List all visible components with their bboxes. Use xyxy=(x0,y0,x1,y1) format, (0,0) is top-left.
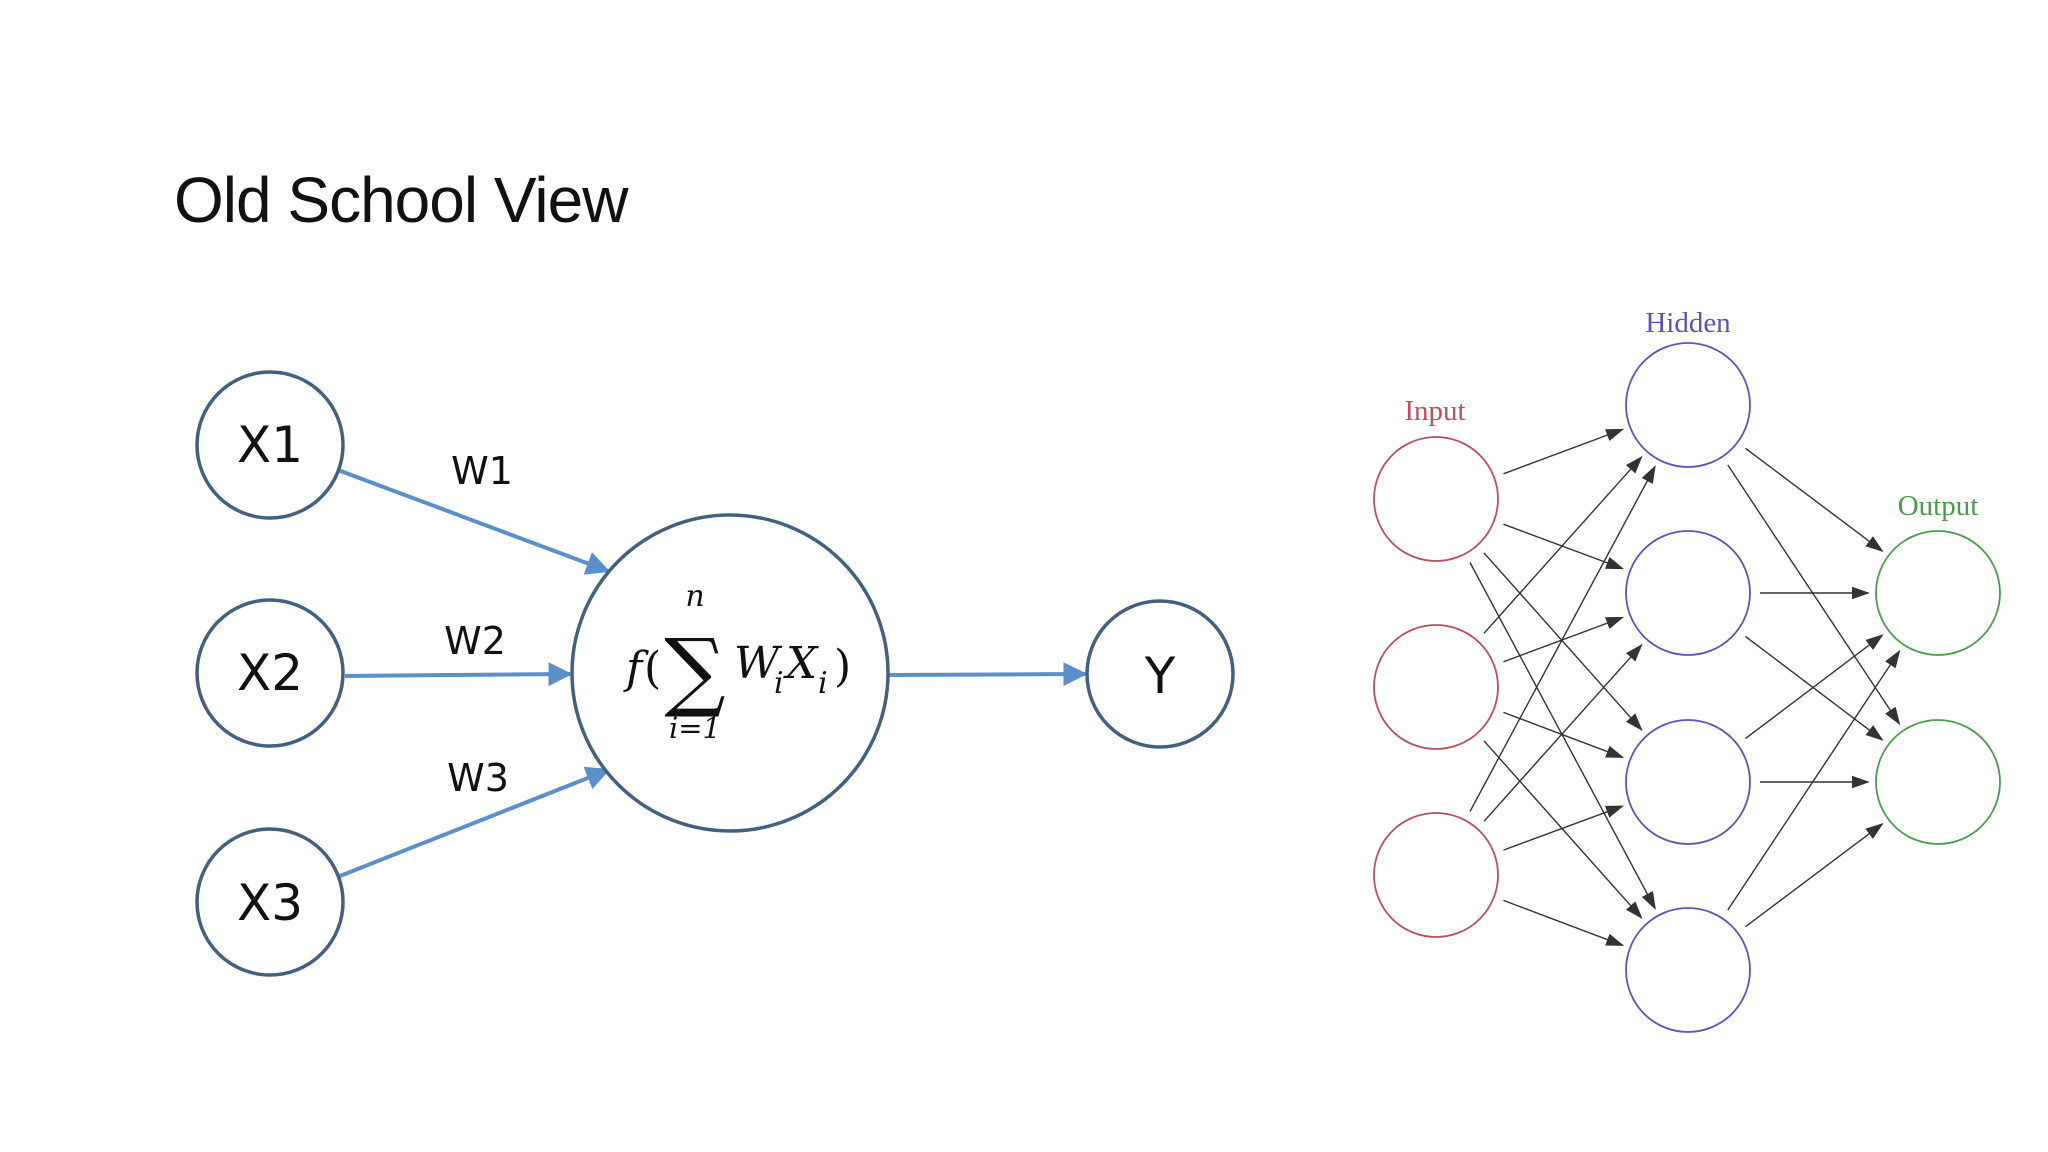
input-neuron-1 xyxy=(1373,436,1499,562)
input-node-x2 xyxy=(195,598,345,748)
hidden-neuron-2 xyxy=(1625,530,1751,656)
edge-x3-to-neuron xyxy=(339,766,611,878)
input-node-x2-label: X2 xyxy=(237,644,303,702)
weight-label-w3: W3 xyxy=(447,756,509,800)
edge-hidden3-to-output1 xyxy=(1744,634,1884,740)
edge-x1-to-neuron xyxy=(337,468,611,575)
hidden-neuron-4 xyxy=(1625,907,1751,1033)
hidden-layer-label: Hidden xyxy=(1645,307,1731,339)
slide-title: Old School View xyxy=(174,164,628,236)
weight-label-w2: W2 xyxy=(444,619,506,663)
edge-input2-to-hidden1 xyxy=(1483,455,1643,634)
input-node-x1-label: X1 xyxy=(237,416,303,474)
edge-input2-to-hidden4 xyxy=(1483,740,1643,920)
output-node-y-label: Y xyxy=(1144,647,1176,705)
edge-hidden4-to-output2 xyxy=(1745,823,1884,928)
hidden-neuron-1 xyxy=(1625,342,1751,468)
input-neuron-2 xyxy=(1373,624,1499,750)
network-edges xyxy=(1469,428,1901,946)
edge-input1-to-hidden2 xyxy=(1503,523,1625,570)
output-neuron-1 xyxy=(1875,530,2001,656)
edge-input1-to-hidden1 xyxy=(1503,428,1625,475)
input-node-x3-label: X3 xyxy=(237,874,303,932)
edge-hidden1-to-output1 xyxy=(1745,447,1884,552)
formula-input-subscript: i xyxy=(818,666,828,701)
edge-hidden2-to-output2 xyxy=(1744,635,1884,741)
input-neuron-3 xyxy=(1373,812,1499,938)
formula-weight: W xyxy=(734,638,783,689)
edge-input3-to-hidden1 xyxy=(1469,465,1656,812)
edge-hidden1-to-output2 xyxy=(1727,464,1901,726)
perceptron-diagram: X1 X2 X3 W1 W2 W3 f ( n ∑ i=1 W i X i ) … xyxy=(195,370,1235,977)
edge-hidden4-to-output1 xyxy=(1727,649,1901,911)
formula-open-paren: ( xyxy=(644,643,661,694)
weight-label-w1: W1 xyxy=(451,449,513,493)
network-nodes xyxy=(1373,342,2001,1033)
input-layer-label: Input xyxy=(1404,395,1465,427)
edge-input2-to-hidden3 xyxy=(1503,711,1625,758)
edge-neuron-to-y xyxy=(887,662,1088,687)
hidden-neuron-3 xyxy=(1625,719,1751,845)
formula-upper-limit: n xyxy=(685,579,704,614)
edge-input3-to-hidden4 xyxy=(1503,899,1625,946)
neural-network-diagram: Input Hidden Output xyxy=(1373,307,2001,1033)
formula-weight-subscript: i xyxy=(774,666,784,701)
output-neuron-2 xyxy=(1875,719,2001,845)
input-node-x3 xyxy=(195,827,345,977)
formula-close-paren: ) xyxy=(834,641,851,692)
edge-input1-to-hidden3 xyxy=(1483,552,1643,732)
output-layer-label: Output xyxy=(1898,490,1979,522)
input-node-x1 xyxy=(195,370,345,520)
edge-input2-to-hidden2 xyxy=(1503,616,1625,663)
output-node-y xyxy=(1085,599,1235,749)
neuron-node xyxy=(570,513,890,833)
formula-lower-limit: i=1 xyxy=(669,711,721,745)
formula-input: X xyxy=(783,638,819,689)
edge-x2-to-neuron xyxy=(344,662,573,687)
formula-sum-symbol: ∑ xyxy=(664,621,725,721)
edge-input3-to-hidden3 xyxy=(1503,805,1624,851)
edge-input3-to-hidden2 xyxy=(1483,643,1643,822)
activation-formula: f ( n ∑ i=1 W i X i ) xyxy=(623,579,851,745)
